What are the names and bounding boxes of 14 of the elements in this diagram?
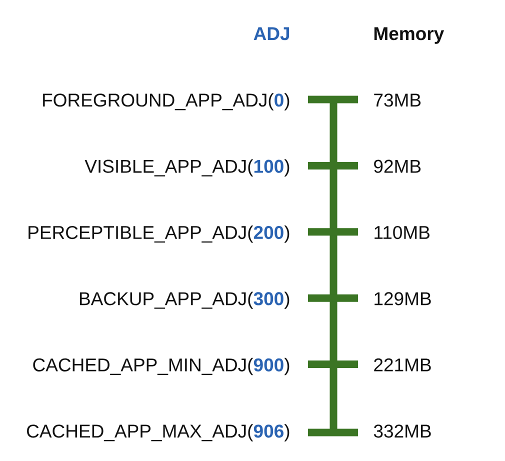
memory-value: 332MB — [374, 424, 431, 438]
memory-value: 110MB — [374, 226, 430, 240]
column-heading: Memory — [374, 27, 444, 44]
column-heading: ADJ — [254, 27, 290, 40]
level-name: BACKUP_APP_ADJ(300) — [80, 292, 290, 309]
memory-value: 221MB — [374, 358, 431, 372]
level-name: CACHED_APP_MAX_ADJ(906) — [27, 424, 290, 442]
level-name: CACHED_APP_MIN_ADJ(900) — [33, 358, 290, 376]
level-name: FOREGROUND_APP_ADJ(0) — [43, 93, 290, 110]
memory-value: 129MB — [374, 292, 431, 306]
level-name: VISIBLE_APP_ADJ(100) — [84, 159, 290, 177]
level-name: PERCEPTIBLE_APP_ADJ(200) — [28, 226, 290, 243]
memory-value: 92MB — [374, 160, 421, 173]
memory-value: 73MB — [374, 94, 421, 107]
